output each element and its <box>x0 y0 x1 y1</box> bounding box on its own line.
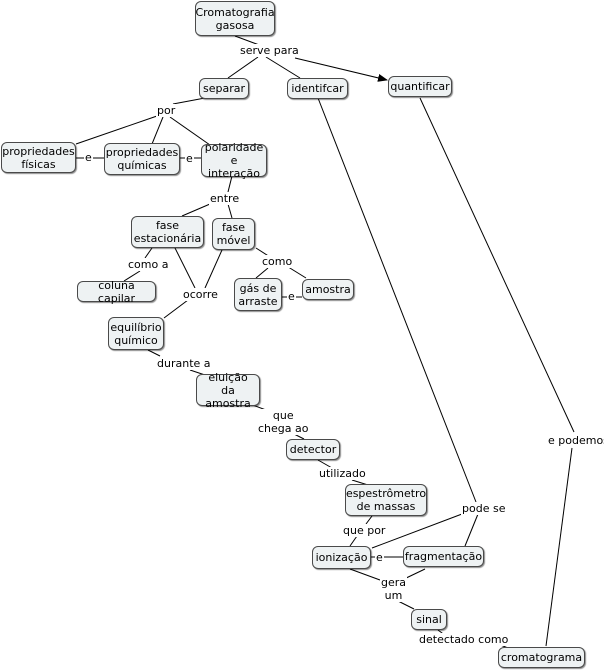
link-label-ocorre: ocorre <box>182 288 219 301</box>
link-pode-se-fragmentacao <box>464 513 479 547</box>
link-label-e-fisicas-quimicas: e <box>84 151 93 164</box>
concept-fragmentacao[interactable]: fragmentação <box>403 546 484 567</box>
concept-propriedades-quimicas[interactable]: propriedades químicas <box>104 143 180 175</box>
concept-fase-movel[interactable]: fase móvel <box>212 218 255 250</box>
link-como-gas <box>255 267 269 279</box>
link-label-e-gas-amostra: e <box>287 290 296 303</box>
link-serve-para-quantificar <box>294 57 388 82</box>
concept-sinal[interactable]: sinal <box>411 609 447 630</box>
link-label-e-podemos: e podemos <box>547 434 604 447</box>
concept-polaridade-interacao[interactable]: polaridade e interação <box>201 141 267 180</box>
link-label-pode-se: pode se <box>461 502 507 515</box>
link-entre-fase-estacionaria <box>181 203 211 217</box>
concept-gas-de-arraste[interactable]: gás de arraste <box>234 278 282 311</box>
link-por-prop-fisicas <box>75 115 158 145</box>
link-como-a-coluna <box>123 270 141 282</box>
concept-espectrometro-massas[interactable]: espestrômetro de massas <box>345 484 427 516</box>
link-ionizacao-gera <box>349 568 381 581</box>
link-serve-para-separar <box>227 56 259 79</box>
concept-detector[interactable]: detector <box>286 439 340 460</box>
concept-cromatograma[interactable]: cromatograma <box>498 647 585 668</box>
concept-coluna-capilar[interactable]: coluna capilar <box>77 279 156 305</box>
link-label-serve-para: serve para <box>239 44 300 57</box>
link-fase-movel-ocorre <box>204 249 223 289</box>
link-label-gera-um: gera um <box>380 576 408 602</box>
concept-ionizacao[interactable]: ionização <box>312 546 371 569</box>
link-polaridade-entre <box>227 175 233 193</box>
link-label-que-chega-ao: que chega ao <box>257 409 310 435</box>
concept-quantificar[interactable]: quantificar <box>388 76 452 97</box>
link-label-entre: entre <box>209 192 241 205</box>
concept-eluicao-amostra[interactable]: eluição da amostra <box>196 371 260 410</box>
concept-propriedades-fisicas[interactable]: propriedades físicas <box>1 142 76 173</box>
link-por-prop-quimicas <box>151 116 164 145</box>
link-que-por-ionizacao <box>349 535 358 547</box>
concept-separar[interactable]: separar <box>199 78 249 99</box>
concept-cromatografia-gasosa[interactable]: Cromatografia gasosa <box>195 1 275 36</box>
concept-fase-estacionaria[interactable]: fase estacionária <box>131 216 204 248</box>
link-e-podemos-cromatograma <box>545 447 573 647</box>
link-detector-utilizado <box>317 459 333 469</box>
concept-equilibrio-quimico[interactable]: equilíbrio químico <box>108 317 164 350</box>
concept-identificar[interactable]: identifcar <box>287 78 348 99</box>
link-label-por: por <box>156 104 177 117</box>
link-fase-estacionaria-ocorre <box>174 247 196 289</box>
link-quantificar-e-podemos <box>419 97 575 433</box>
link-espectrometro-que-por <box>365 515 373 525</box>
link-label-como-a: como a <box>127 258 170 271</box>
link-ocorre-equilibrio <box>163 299 189 319</box>
link-entre-fase-movel <box>227 203 233 219</box>
link-label-que-por: que por <box>342 524 387 537</box>
link-label-e-quimicas-polaridade: e <box>185 152 194 165</box>
link-equilibrio-durante <box>147 349 161 357</box>
link-identificar-pode-se <box>317 97 477 503</box>
link-label-e-ionizacao-fragmentacao: e <box>375 551 384 564</box>
link-label-utilizado: utilizado <box>318 467 367 480</box>
link-por-polaridade <box>169 116 211 146</box>
link-serve-para-identificar <box>265 56 301 79</box>
link-label-detectado-como: detectado como <box>418 633 510 646</box>
concept-amostra[interactable]: amostra <box>302 279 354 300</box>
link-label-como: como <box>261 255 294 268</box>
link-label-durante-a: durante a <box>156 357 212 370</box>
link-fase-estacionaria-como-a <box>144 247 153 259</box>
link-separar-por <box>172 97 206 105</box>
link-pode-se-ionizacao <box>371 513 463 549</box>
